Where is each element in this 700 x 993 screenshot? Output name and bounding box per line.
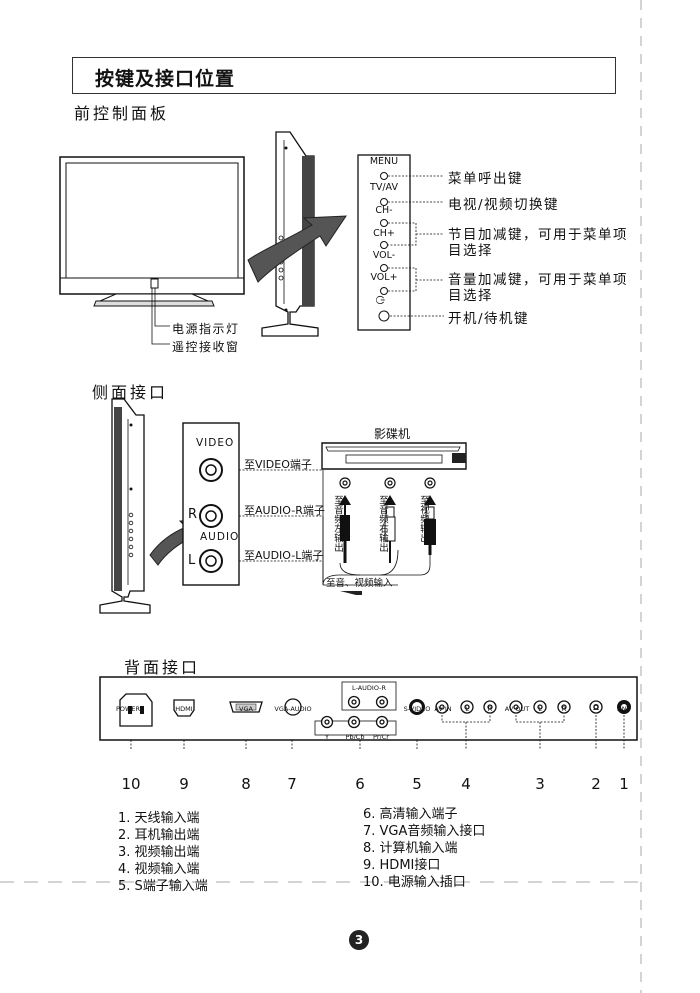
dvd-player-label: 影碟机 [374, 427, 411, 441]
direction-arrow-icon [340, 591, 362, 595]
section-title-box: 按键及接口位置 [72, 57, 616, 94]
legend-item: 10. 电源输入插口 [363, 875, 466, 890]
desc-ch-line2: 目选择 [448, 243, 493, 259]
headphone-icon: Ω [592, 703, 600, 712]
rear-number-6: 6 [355, 775, 365, 793]
legend-item: 6. 高清输入端子 [363, 807, 458, 822]
legend-item: 3. 视频输出端 [118, 845, 200, 860]
rear-label-prcr: Pr/Cr [373, 733, 389, 741]
rear-label-avin-r: R [487, 705, 493, 713]
rear-number-2: 2 [591, 775, 601, 793]
legend-left: 1. 天线输入端 2. 耳机输出端 3. 视频输出端 4. 视频输入端 5. S… [118, 810, 208, 895]
rear-label-hdmi: HDMI [175, 705, 193, 713]
video-out-label: 至视频输出 [418, 495, 429, 543]
tv-side-view-image [99, 398, 151, 614]
av-input-label: 至音、视频输入 [326, 578, 393, 589]
page-number: 3 [349, 930, 369, 950]
desc-vol-line1: 音量加减键，可用于菜单项 [448, 272, 628, 288]
legend-item: 1. 天线输入端 [118, 811, 200, 826]
legend-right: 6. 高清输入端子 7. VGA音频输入接口 8. 计算机输入端 9. HDMI… [363, 806, 485, 891]
button-label-ch-plus: CH+ [373, 228, 395, 239]
rear-label-avout-l: L [538, 705, 542, 713]
page-title: 按键及接口位置 [95, 68, 236, 90]
button-label-tvav: TV/AV [370, 182, 398, 193]
button-label-vol-minus: VOL- [372, 250, 396, 261]
power-indicator-label: 电源指示灯 [172, 322, 240, 336]
to-audio-r-label: 至AUDIO-R端子 [244, 504, 325, 517]
rear-number-10: 10 [121, 775, 141, 793]
rear-label-y: Y [325, 733, 329, 741]
desc-menu: 菜单呼出键 [448, 171, 523, 187]
zoom-arrow-icon [247, 215, 347, 283]
dvd-player-image [321, 442, 467, 470]
button-label-ch-minus: CH- [375, 205, 393, 216]
rear-number-5: 5 [412, 775, 422, 793]
rear-label-avin-l: L [465, 705, 469, 713]
audio-left-out-label: 至音频左输出 [332, 495, 343, 552]
rear-label-power: POWER [115, 705, 141, 713]
to-audio-l-label: 至AUDIO-L端子 [244, 549, 324, 562]
tv-front-image [59, 156, 245, 345]
side-audio-label: AUDIO [200, 531, 240, 543]
rear-number-3: 3 [535, 775, 545, 793]
rear-label-pbcb: Pb/Cb [345, 733, 365, 741]
to-video-label: 至VIDEO端子 [244, 458, 312, 471]
legend-item: 2. 耳机输出端 [118, 828, 200, 843]
rear-label-avin: AV IN [434, 705, 452, 713]
button-label-vol-plus: VOL+ [370, 272, 398, 283]
rear-number-9: 9 [179, 775, 189, 793]
rear-panel-heading: 背面接口 [124, 658, 201, 677]
rear-number-4: 4 [461, 775, 471, 793]
rear-label-avout: AV OUT [504, 705, 530, 713]
audio-right-out-label: 至音频右输出 [377, 495, 388, 552]
rear-label-avout-r: R [561, 705, 567, 713]
side-video-label: VIDEO [196, 437, 235, 449]
rear-label-svideo: S-VIDEO [403, 705, 431, 713]
rca-plug-left [339, 495, 351, 563]
front-panel-heading: 前控制面板 [74, 104, 170, 123]
legend-item: 8. 计算机输入端 [363, 841, 458, 856]
desc-tvav: 电视/视频切换键 [448, 197, 560, 213]
rear-label-ant: ANT [617, 705, 631, 713]
rear-label-l-audio-r: L-AUDIO-R [352, 684, 386, 692]
side-panel-illustration [99, 398, 467, 614]
rear-number-8: 8 [241, 775, 251, 793]
remote-receiver-label: 遥控接收窗 [172, 340, 240, 354]
front-panel-illustration [59, 131, 444, 345]
side-panel-heading: 侧面接口 [92, 383, 169, 402]
rear-number-1: 1 [619, 775, 629, 793]
legend-item: 4. 视频输入端 [118, 862, 200, 877]
rear-number-7: 7 [287, 775, 297, 793]
rear-label-vga-audio: VGA-AUDIO [274, 705, 312, 713]
rca-plug-video [424, 495, 436, 555]
button-label-menu: MENU [369, 156, 399, 167]
desc-vol-line2: 目选择 [448, 288, 493, 304]
desc-power: 开机/待机键 [448, 311, 530, 327]
legend-item: 5. S端子输入端 [118, 879, 208, 894]
side-r-label: R [188, 507, 198, 522]
side-l-label: L [188, 553, 196, 568]
power-symbol-icon: ⏻ [373, 295, 387, 305]
rear-label-vga: VGA [239, 705, 253, 713]
legend-item: 9. HDMI接口 [363, 858, 441, 873]
rear-panel-illustration [99, 676, 638, 750]
rca-plug-right [384, 495, 396, 563]
desc-ch-line1: 节目加减键，可用于菜单项 [448, 227, 628, 243]
legend-item: 7. VGA音频输入接口 [363, 824, 486, 839]
